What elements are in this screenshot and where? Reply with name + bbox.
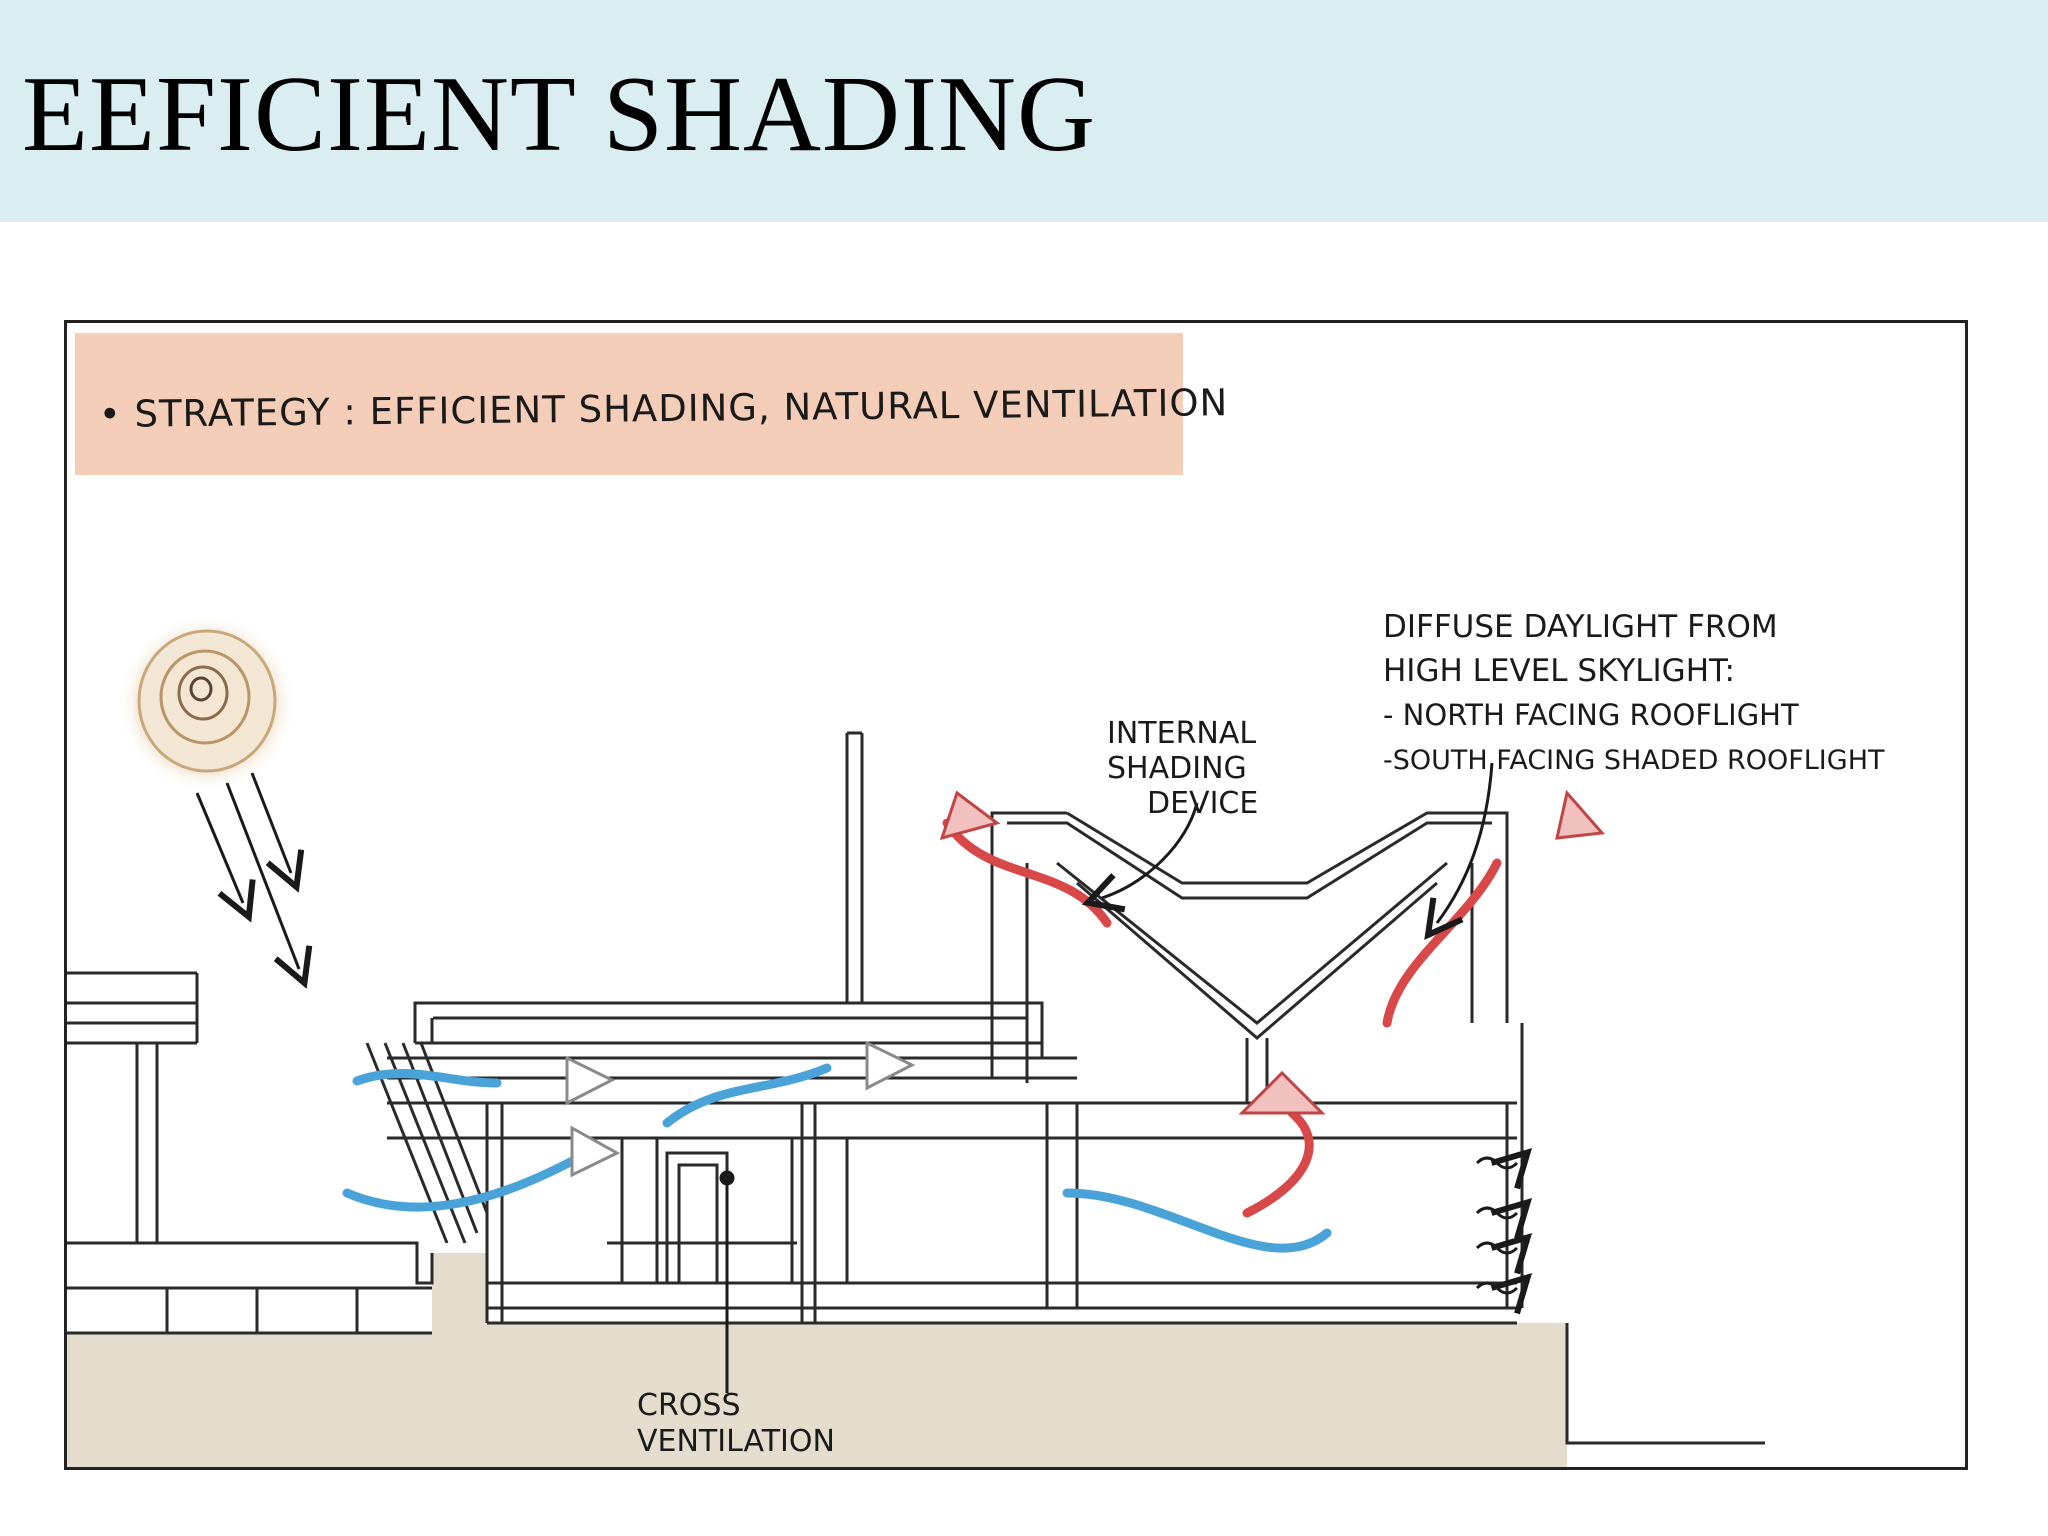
sun-rays — [195, 772, 299, 969]
label-daylight-line2: HIGH LEVEL SKYLIGHT: — [1383, 653, 1735, 689]
warm-air-arrows — [939, 789, 1606, 1115]
cool-air-arrows — [565, 1040, 916, 1178]
label-daylight-line1: DIFFUSE DAYLIGHT FROM — [1383, 609, 1778, 645]
strategy-banner — [75, 333, 1183, 475]
label-internal-shading-line2: SHADING — [1107, 751, 1247, 786]
ground-right — [1565, 1323, 1765, 1445]
label-cross-ventilation: CROSS VENTILATION — [637, 1388, 835, 1459]
label-daylight-line4: -SOUTH FACING SHADED ROOFLIGHT — [1383, 745, 1885, 776]
label-internal-shading: INTERNAL SHADING DEVICE — [1107, 716, 1258, 821]
label-cross-line2: VENTILATION — [637, 1424, 835, 1459]
label-daylight-line3: - NORTH FACING ROOFLIGHT — [1383, 698, 1799, 732]
ground — [67, 1253, 1567, 1467]
leader-lines — [719, 762, 1494, 1393]
section-diagram: • STRATEGY : EFFICIENT SHADING, NATURAL … — [64, 320, 1968, 1470]
building — [67, 731, 1524, 1335]
sun — [117, 613, 297, 793]
title-bar: EEFICIENT SHADING — [0, 0, 2048, 222]
section-drawing: • STRATEGY : EFFICIENT SHADING, NATURAL … — [67, 333, 1885, 1467]
label-internal-shading-line3: DEVICE — [1147, 786, 1258, 821]
slide-title: EEFICIENT SHADING — [22, 55, 1096, 174]
cool-airflow — [342, 1063, 1332, 1253]
label-cross-line1: CROSS — [637, 1388, 741, 1423]
label-internal-shading-line1: INTERNAL — [1107, 716, 1256, 751]
exhaust-arrows — [1475, 1158, 1517, 1293]
label-diffuse-daylight: DIFFUSE DAYLIGHT FROM HIGH LEVEL SKYLIGH… — [1383, 609, 1885, 776]
